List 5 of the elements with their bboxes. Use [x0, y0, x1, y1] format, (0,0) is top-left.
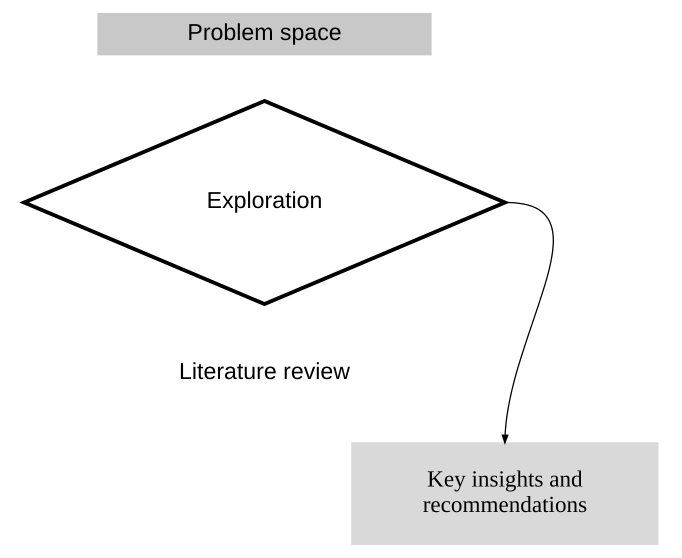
node-box: Problem space — [97, 12, 432, 56]
node-diamond: Exploration — [19, 98, 510, 306]
node-box: Key insights and recommendations — [351, 442, 658, 546]
label: Literature review — [179, 358, 350, 384]
arrow — [502, 202, 554, 445]
